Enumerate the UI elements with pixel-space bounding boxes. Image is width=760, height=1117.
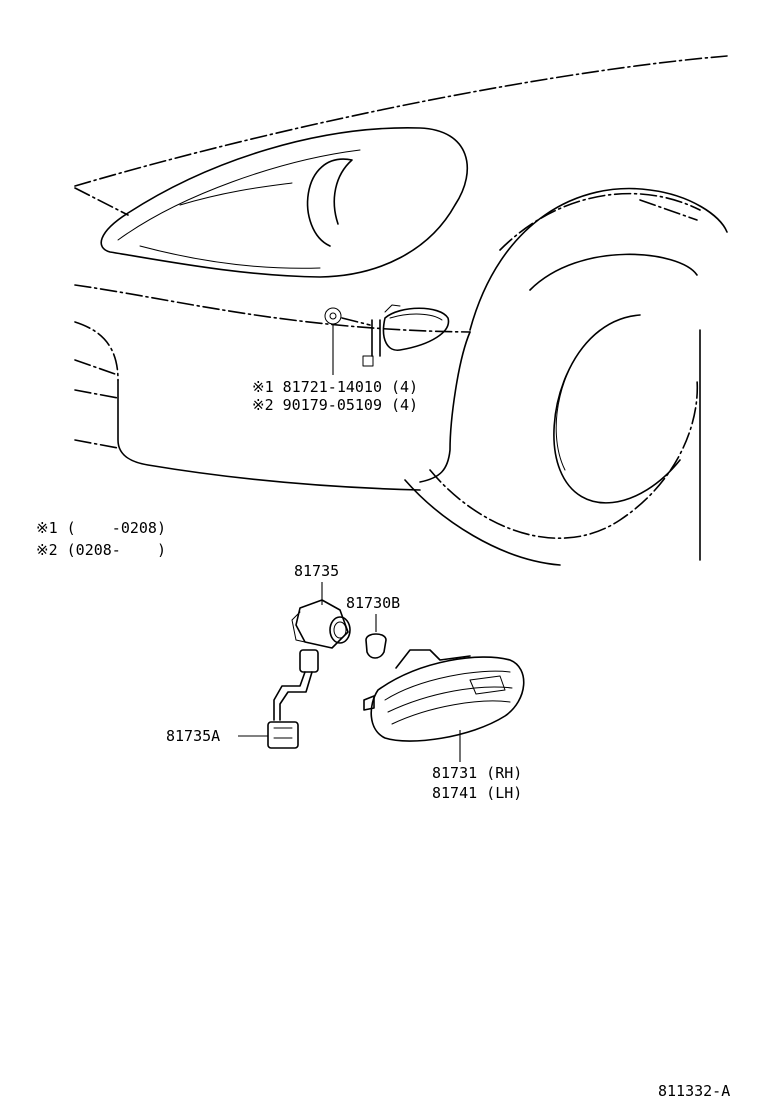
side-marker-lamp-81731 <box>363 649 525 762</box>
production-range-note-1: ※1 ( -0208) <box>36 519 166 537</box>
clip-part-number-note-2: ※2 90179-05109 (4) <box>252 396 419 414</box>
clip-and-lamp-on-car <box>324 304 450 375</box>
production-range-note-2: ※2 (0208- ) <box>36 541 166 559</box>
lamp-part-number-lh: 81741 (LH) <box>432 784 523 802</box>
car-body-outline <box>74 55 728 566</box>
clip-part-number-note-1: ※1 81721-14010 (4) <box>252 378 419 396</box>
socket-81735 <box>291 582 351 649</box>
bulb-part-number: 81730B <box>346 594 401 612</box>
figure-id: 811332-A <box>658 1082 731 1100</box>
harness-81735a <box>238 649 319 749</box>
lamp-part-number-rh: 81731 (RH) <box>432 764 523 782</box>
socket-part-number: 81735 <box>294 562 340 580</box>
harness-part-number: 81735A <box>166 727 221 745</box>
bulb-81730b <box>365 614 387 659</box>
